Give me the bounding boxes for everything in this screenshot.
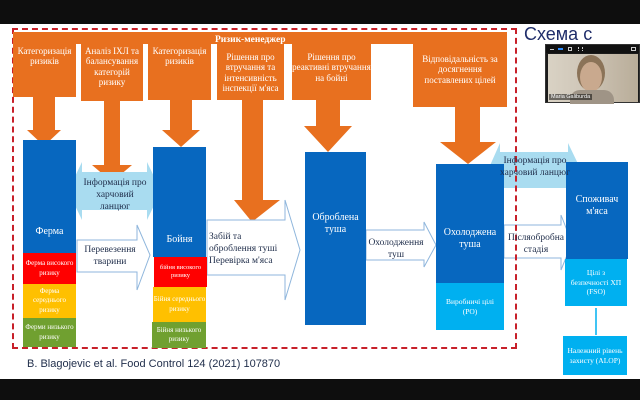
top-box-2: Аналіз ІХЛ та балансування категорій риз… [81, 44, 143, 101]
arrow-down-6 [440, 105, 496, 164]
arrow-down-1 [27, 95, 61, 146]
video-toolbar[interactable] [546, 45, 639, 53]
info-label-1: Інформація про харчовий ланцюг [83, 178, 147, 212]
risk-manager-band [13, 32, 507, 44]
top-box-5: Рішення про реактивні втручання на бойні [292, 44, 371, 100]
step-arrow-chilling [365, 221, 437, 268]
arrow-down-3 [162, 98, 200, 147]
gallery-view-icon[interactable] [568, 47, 572, 51]
farm-medium-risk: Ферма середнього ризику [23, 284, 76, 318]
grid-view-icon[interactable] [578, 47, 583, 51]
risk-manager-frame [12, 28, 517, 349]
arrow-down-2 [92, 100, 132, 182]
alop-box: Належний рівень захисту (ALOP) [563, 336, 627, 375]
step-chilling: Охолодження туш [368, 238, 424, 260]
participant-name: Maria Galiburda [549, 94, 593, 100]
top-box-3: Категоризація ризиків [148, 44, 211, 100]
participant-face [580, 62, 602, 92]
slaughterhouse-low-risk: Бійня низького ризику [152, 322, 206, 348]
slide-title: Схема с [524, 24, 593, 44]
risk-manager-label: Ризик-менеджер [215, 35, 286, 45]
top-box-1: Категоризація ризиків [13, 44, 76, 97]
processed-carcass: Оброблена туша [305, 152, 366, 325]
arrow-down-5 [304, 98, 352, 152]
top-box-6: Відповідальність за досягнення поставлен… [413, 44, 507, 107]
info-arrow-2 [488, 143, 581, 197]
slaughterhouse-high-risk: бійня високого ризику [154, 257, 207, 287]
arrow-down-4 [234, 98, 280, 222]
production-objectives: Виробничі цілі (PO) [436, 283, 504, 330]
step-slaughter: Забій та оброблення туші Перевірка м'яса [209, 232, 278, 266]
video-tile[interactable]: Maria Galiburda [545, 44, 640, 104]
slaughterhouse-column: Бойня [153, 147, 206, 257]
meat-consumer: Споживач м'яса [566, 162, 628, 259]
info-arrow-1 [68, 162, 161, 220]
info-label-2: Інформація про харчовий ланцюг [499, 156, 571, 178]
slaughterhouse-medium-risk: Бійня середнього ризику [153, 287, 206, 322]
step-post-processing: Післяобробна стадія [507, 233, 565, 255]
step-arrow-transport [76, 224, 151, 291]
step-arrow-slaughter [206, 199, 301, 301]
citation: B. Blagojevic et al. Food Control 124 (2… [27, 358, 281, 370]
speaker-view-icon[interactable] [558, 48, 563, 50]
farm-column: Ферма [23, 140, 76, 253]
farm-low-risk: Ферми низького ризику [23, 318, 76, 347]
step-transport: Перевезення тварини [84, 245, 136, 267]
top-box-4: Рішення про втручання та інтенсивність і… [217, 44, 284, 100]
minimize-icon[interactable] [550, 49, 554, 50]
expand-icon[interactable] [631, 47, 636, 51]
farm-high-risk: Ферма високого ризику [23, 253, 76, 284]
food-safety-objectives: Цілі з безпечності ХП (FSO) [565, 259, 627, 306]
chilled-carcass: Охолоджена туша [436, 164, 504, 283]
